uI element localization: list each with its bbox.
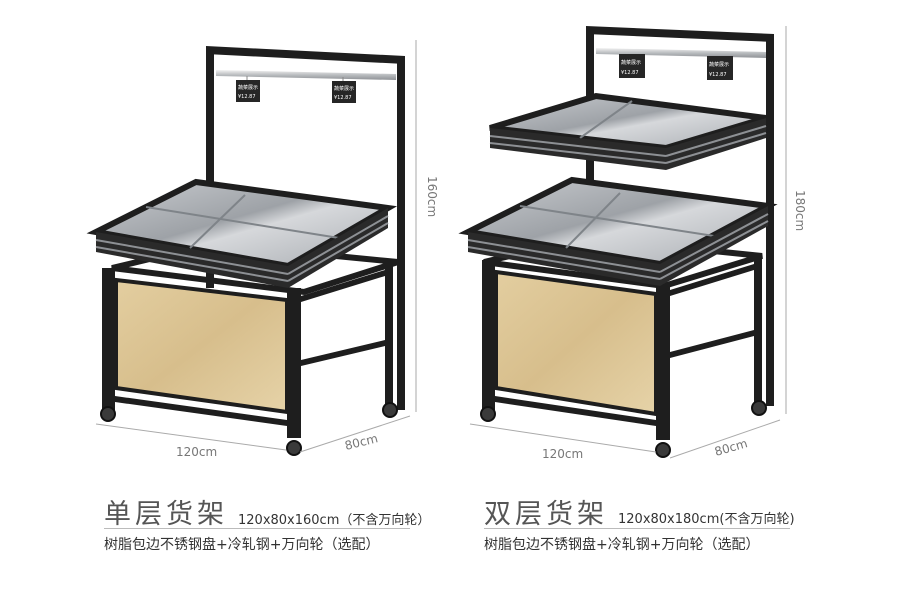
price-tag-right-text: 蔬菜展示 [709, 61, 729, 68]
upper-tray-stripe-3 [665, 125, 767, 157]
depth-dimension-line [299, 415, 411, 453]
lower-tray-divider-1 [519, 205, 715, 237]
tray-divider-1 [145, 206, 340, 239]
back-post-right [397, 58, 405, 410]
top-bar [586, 26, 774, 42]
top-bar [206, 46, 405, 64]
lower-tray-divider-2 [565, 192, 621, 249]
price-tag-right-text: 蔬菜展示 [334, 85, 354, 92]
bottom-rail [495, 396, 656, 426]
price-tag-left-price: ¥12.87 [238, 94, 256, 100]
lower-tray-side-band [660, 206, 768, 286]
tray-front-band [96, 232, 288, 288]
price-tag-left-price: ¥12.87 [621, 70, 639, 76]
double-tier-shelf: 蔬菜展示 ¥12.87 蔬菜展示 ¥12.87 [458, 26, 807, 461]
upper-tray-stripe-1 [489, 135, 667, 157]
side-rail-upper [301, 270, 385, 302]
width-dimension-line [95, 423, 287, 451]
upper-tray-side-band [666, 118, 766, 170]
double-shelf-title: 双层货架 [484, 499, 608, 530]
hanging-rail [596, 48, 766, 58]
back-post-right [766, 36, 774, 406]
back-post-left [206, 48, 214, 288]
double-shelf-subtitle: 树脂包边不锈钢盘+冷轧钢+万向轮（选配） [484, 537, 760, 553]
tray-side-band [288, 208, 388, 288]
single-shelf-title: 单层货架 [104, 499, 228, 530]
tray-stripe-1 [95, 239, 289, 275]
front-leg-right [656, 282, 670, 440]
rear-leg-right [385, 262, 393, 410]
single-tier-shelf: 蔬菜展示 ¥12.87 蔬菜展示 ¥12.87 [86, 40, 439, 459]
upper-tray-stripe-2 [489, 142, 667, 164]
double-shelf-spec: 120x80x180cm(不含万向轮) [618, 512, 795, 527]
front-leg-left [482, 260, 495, 410]
price-tag-right: 蔬菜展示 ¥12.87 [332, 77, 356, 103]
depth-dimension-line [669, 419, 781, 459]
rear-leg-right [754, 256, 762, 406]
lower-tray-stripe-1 [467, 239, 661, 273]
tray-stripe-2 [95, 246, 289, 282]
tray-divider-2 [189, 194, 246, 249]
caster-rear-right [382, 402, 398, 418]
lower-tray-stripe-2 [467, 246, 661, 280]
tray-stripe-4 [287, 222, 389, 282]
caster-rear-right [751, 400, 767, 416]
price-tag-right: 蔬菜展示 ¥12.87 [707, 56, 733, 80]
double-shelf-divider [484, 528, 790, 529]
caster-front-left [100, 406, 116, 422]
price-tag-right-price: ¥12.87 [709, 72, 727, 78]
price-tag-left-text: 蔬菜展示 [238, 84, 258, 91]
caster-front-left [480, 406, 496, 422]
hanging-rail [216, 70, 396, 80]
wood-panel [494, 269, 658, 417]
upper-tray-stripe-4 [665, 132, 767, 164]
front-leg-left [102, 268, 115, 414]
tray-stripe-3 [287, 215, 389, 275]
side-rail-lower [670, 330, 754, 358]
lower-tray-stripe-4 [659, 220, 769, 280]
width-dimension-label: 120cm [176, 445, 217, 459]
lower-tray-front-band [468, 232, 660, 286]
height-dimension-label: 160cm [425, 176, 439, 217]
single-shelf-spec: 120x80x160cm（不含万向轮） [238, 513, 431, 528]
wood-panel [114, 277, 289, 415]
upper-tray-front-band [490, 128, 666, 170]
side-rail-lower [301, 340, 385, 366]
single-shelf-subtitle: 树脂包边不锈钢盘+冷轧钢+万向轮（选配） [104, 537, 380, 553]
lower-tray-stripe-3 [659, 213, 769, 273]
price-tag-left: 蔬菜展示 ¥12.87 [619, 54, 645, 78]
front-leg-right [287, 288, 301, 438]
tray-surface [96, 182, 388, 266]
width-dimension-line [469, 423, 657, 453]
price-tag-right-price: ¥12.87 [334, 95, 352, 101]
upper-tray-divider [579, 100, 633, 139]
height-dimension-label: 180cm [793, 190, 807, 231]
bottom-rail [115, 396, 287, 426]
single-shelf-divider [104, 528, 410, 529]
price-tag-left-text: 蔬菜展示 [621, 59, 641, 66]
width-dimension-label: 120cm [542, 447, 583, 461]
price-tag-left: 蔬菜展示 ¥12.87 [236, 76, 260, 102]
depth-dimension-label: 80cm [343, 431, 379, 453]
depth-dimension-label: 80cm [713, 436, 749, 459]
side-rail-upper [670, 264, 754, 296]
caster-front-right [286, 440, 302, 456]
caster-front-right [655, 442, 671, 458]
